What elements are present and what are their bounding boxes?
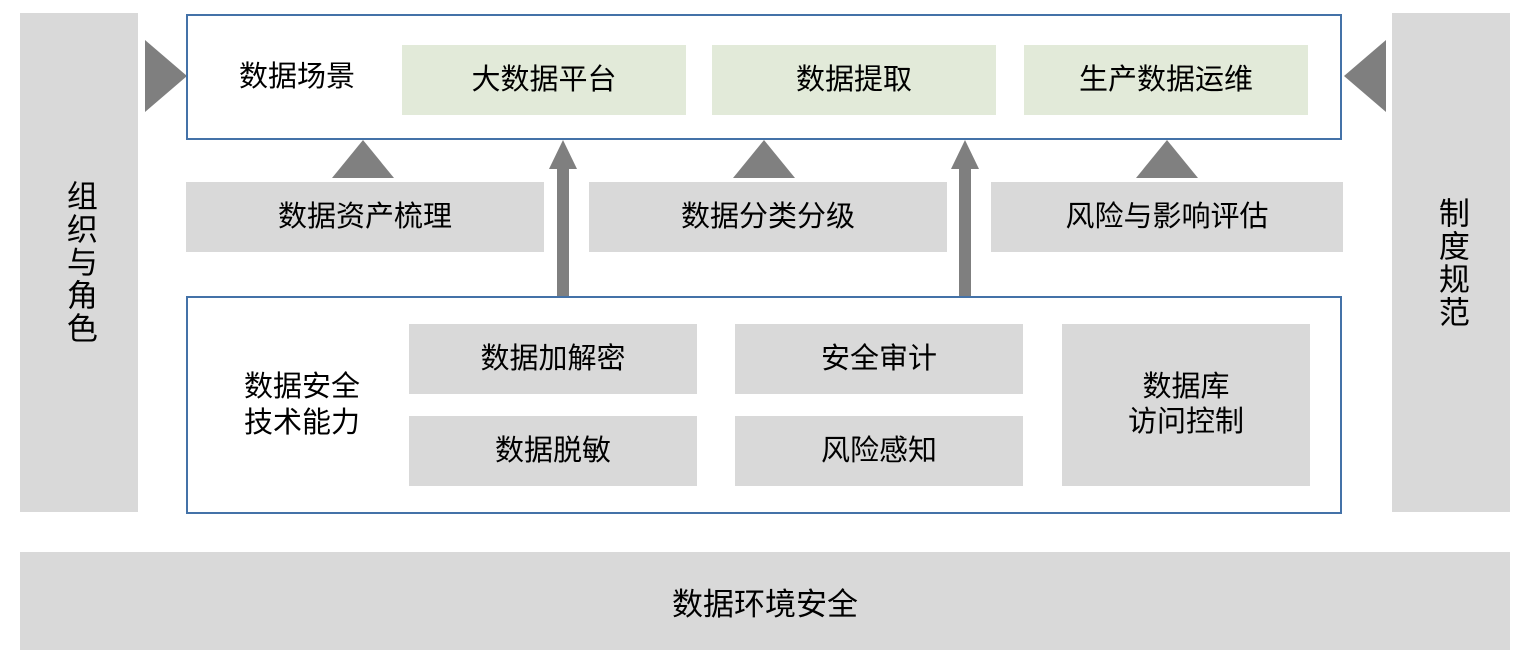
long-arrow-up-icon-2 <box>942 138 988 296</box>
capability-chip-encryption-decryption[interactable]: 数据加解密 <box>409 324 697 394</box>
capability-box: 数据安全 技术能力 数据加解密 数据脱敏 安全审计 风险感知 数据库 访问控制 <box>186 296 1342 514</box>
capability-chip-database-access-control[interactable]: 数据库 访问控制 <box>1062 324 1310 486</box>
left-pillar-label: 组织与角色 <box>61 180 97 345</box>
capability-chip-security-audit[interactable]: 安全审计 <box>735 324 1023 394</box>
scenario-chip-production-data-ops[interactable]: 生产数据运维 <box>1024 45 1308 115</box>
triangle-up-icon-1 <box>332 140 394 178</box>
bottom-bar-panel: 数据环境安全 <box>20 552 1510 650</box>
right-pillar-panel: 制度规范 <box>1392 13 1510 512</box>
triangle-up-icon-3 <box>1136 140 1198 178</box>
arrow-left-icon <box>1344 40 1386 112</box>
capability-chip-data-masking[interactable]: 数据脱敏 <box>409 416 697 486</box>
scenario-chip-data-extraction[interactable]: 数据提取 <box>712 45 996 115</box>
process-chip-risk-impact-assessment[interactable]: 风险与影响评估 <box>991 182 1343 252</box>
left-pillar-panel: 组织与角色 <box>20 13 138 512</box>
process-chip-asset-inventory[interactable]: 数据资产梳理 <box>186 182 544 252</box>
capability-row-label: 数据安全 技术能力 <box>243 370 360 439</box>
scenario-box: 数据场景 大数据平台 数据提取 生产数据运维 <box>186 14 1342 140</box>
process-chip-classification-grading[interactable]: 数据分类分级 <box>589 182 947 252</box>
right-pillar-label: 制度规范 <box>1433 196 1469 329</box>
capability-chip-risk-awareness[interactable]: 风险感知 <box>735 416 1023 486</box>
bottom-bar-label: 数据环境安全 <box>672 586 858 622</box>
long-arrow-up-icon-1 <box>540 138 586 296</box>
arrow-right-icon <box>145 40 187 112</box>
scenario-chip-big-data-platform[interactable]: 大数据平台 <box>402 45 686 115</box>
scenario-row-label: 数据场景 <box>238 60 355 93</box>
triangle-up-icon-2 <box>733 140 795 178</box>
